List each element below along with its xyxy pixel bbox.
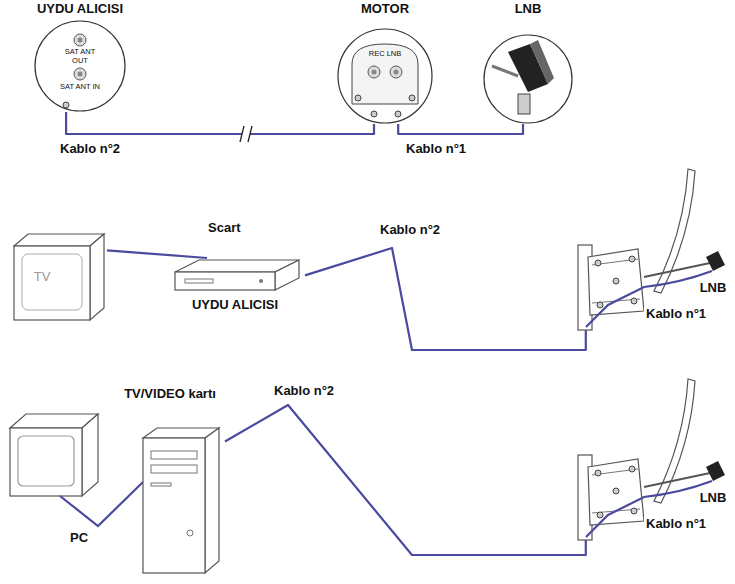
device-label: LNB xyxy=(696,281,730,296)
device-node: TV/VIDEO kartı xyxy=(115,383,225,578)
motor-drawing xyxy=(330,4,440,124)
device-label: LNB xyxy=(696,491,730,506)
port-label: SAT ANT OUT xyxy=(56,48,104,65)
device-node: LNB xyxy=(478,4,578,124)
part-label: Kablo n°1 xyxy=(644,306,708,321)
tv-drawing xyxy=(12,232,107,324)
cable-line xyxy=(66,112,374,134)
part-label: PC xyxy=(68,530,90,545)
monitor-cable xyxy=(60,482,143,526)
device-node: TV xyxy=(12,232,107,324)
device-label: TV xyxy=(20,270,64,285)
cable-line xyxy=(107,250,207,258)
cable-line xyxy=(305,248,586,350)
cable-line xyxy=(398,124,523,134)
cable-line xyxy=(225,405,586,555)
device-node: MOTOR REC LNB xyxy=(330,4,440,124)
cable-label: Kablo n°2 xyxy=(378,222,442,237)
cable-label: Scart xyxy=(206,220,243,235)
part-label: Kablo n°1 xyxy=(644,516,708,531)
device-label: UYDU ALICISI xyxy=(22,2,138,17)
device-label: UYDU ALICISI xyxy=(165,298,305,313)
tower-drawing xyxy=(115,383,225,578)
device-label: LNB xyxy=(478,2,578,17)
port-label: REC LNB xyxy=(350,50,420,59)
port-label: SAT ANT IN xyxy=(56,83,104,92)
device-label: MOTOR xyxy=(330,2,440,17)
lnb-drawing xyxy=(478,4,578,124)
cable-break-mark xyxy=(240,126,252,142)
device-node: UYDU ALICISI xyxy=(165,258,305,316)
cable-label: Kablo n°2 xyxy=(58,141,122,156)
cable-label: Kablo n°2 xyxy=(272,383,336,398)
device-node: UYDU ALICISI SAT ANT OUT SAT ANT IN xyxy=(22,4,138,112)
pc-monitor xyxy=(10,414,98,496)
device-label: TV/VIDEO kartı xyxy=(105,387,235,402)
cable-label: Kablo n°1 xyxy=(404,141,468,156)
